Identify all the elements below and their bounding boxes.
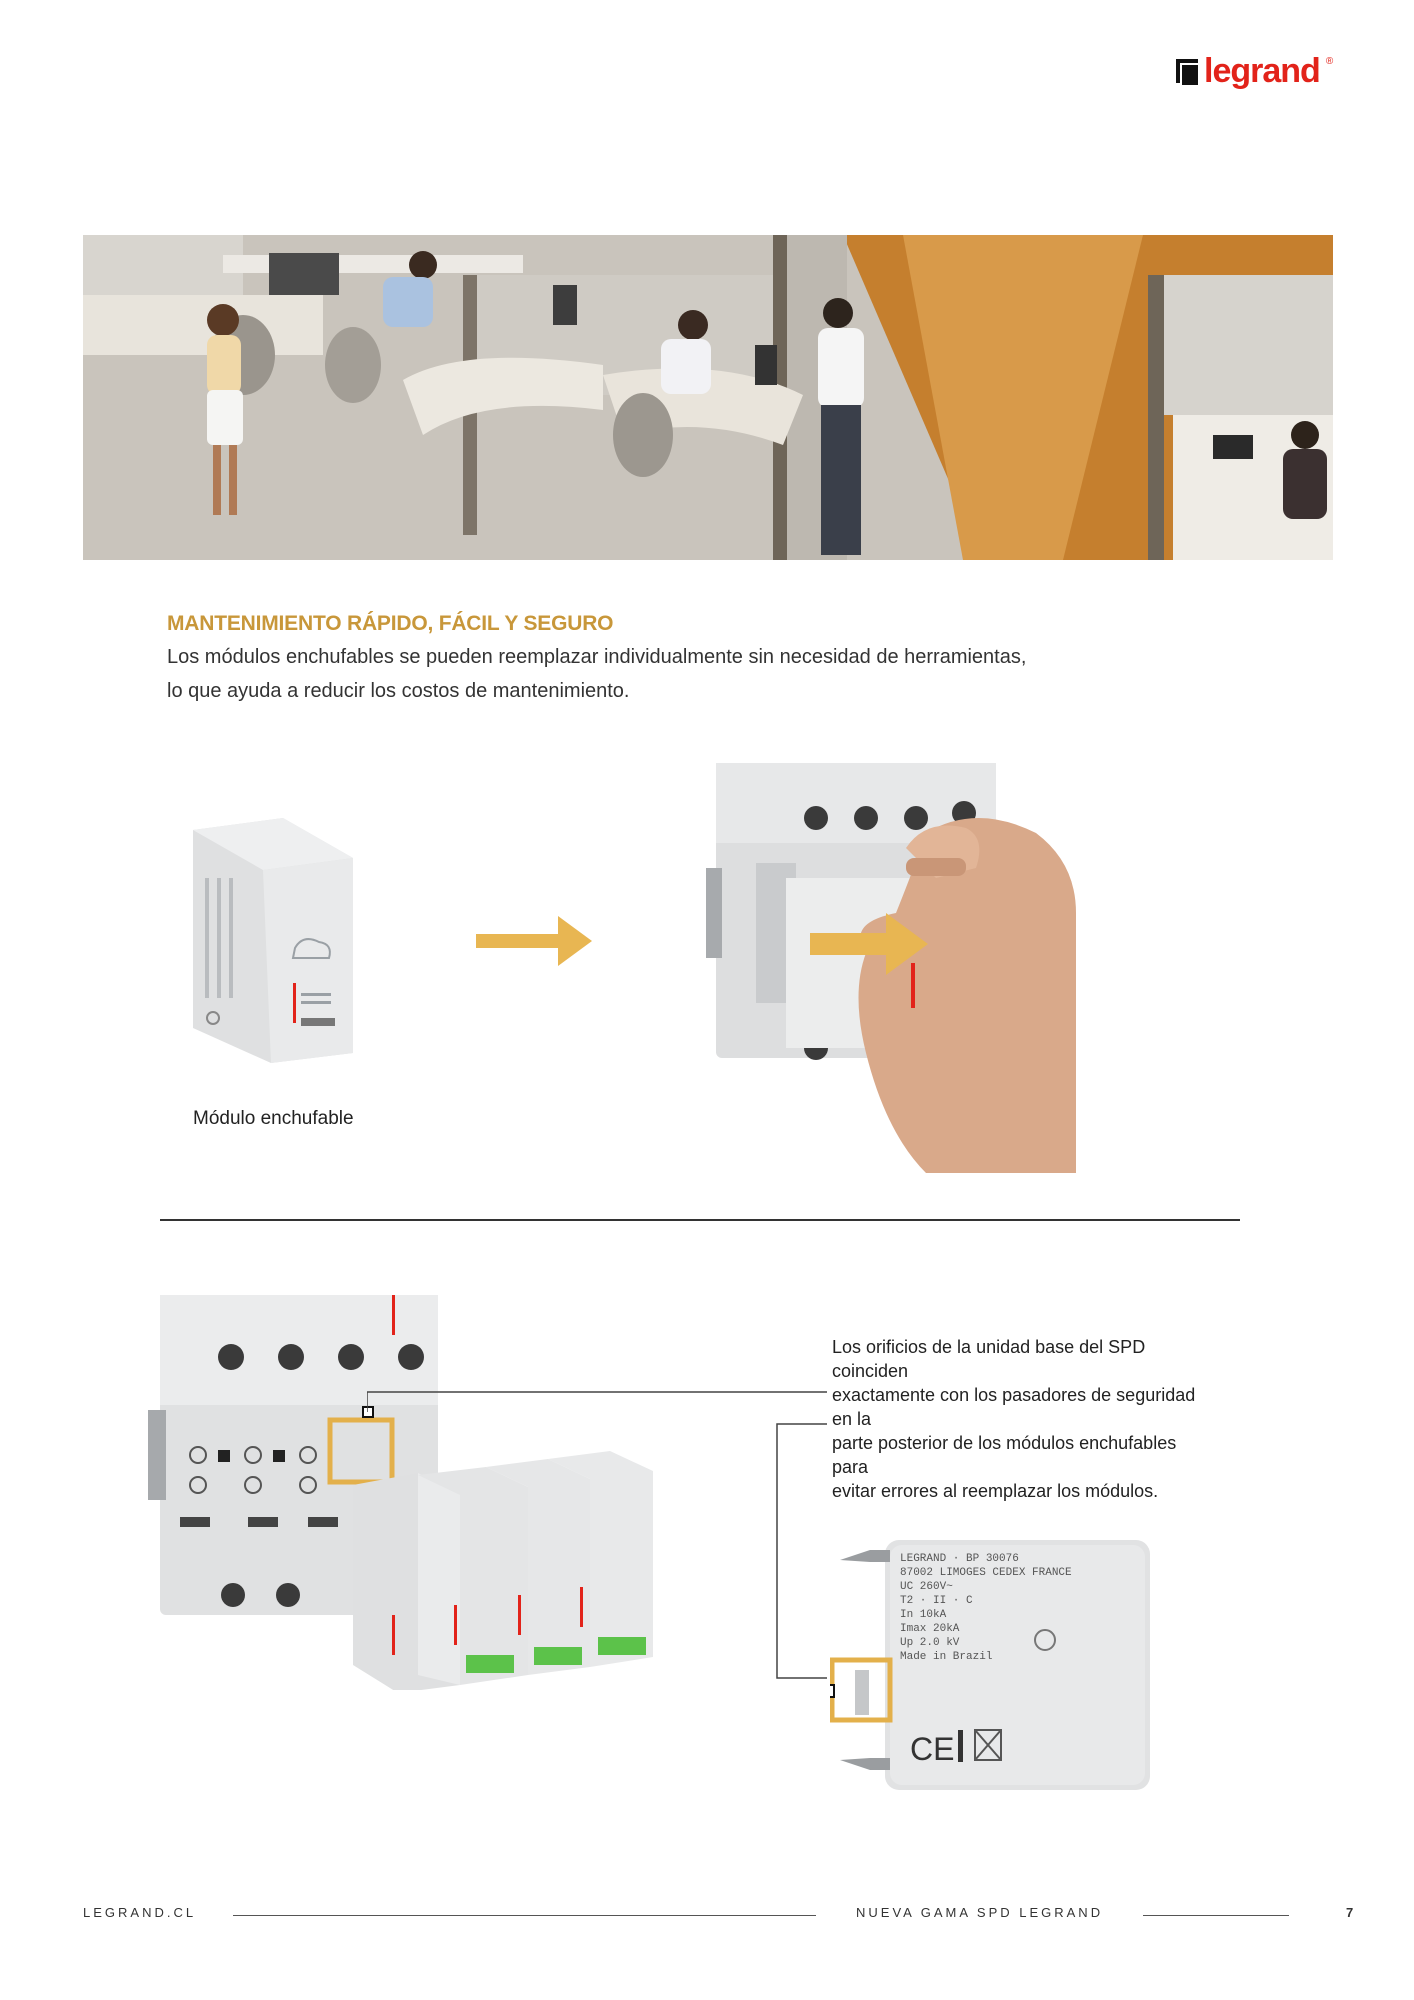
module-label-line-2: 87002 LIMOGES CEDEX FRANCE (900, 1567, 1072, 1579)
callout-connector-line (366, 1382, 847, 1687)
footer-rule-left (233, 1915, 816, 1916)
logo-registered: ® (1325, 56, 1334, 67)
logo-wordmark: legrand (1204, 52, 1321, 90)
module-rear-view-image: CE LEGRAND · BP 30076 87002 LIMOGES CEDE… (821, 1530, 1160, 1800)
callout-line-1: Los orificios de la unidad base del SPD … (832, 1337, 1146, 1381)
legrand-logo: legrand ® (1176, 52, 1333, 91)
module-label-line-1: LEGRAND · BP 30076 (900, 1553, 1019, 1565)
woman-seated (661, 310, 711, 394)
page-number: 7 (1346, 1905, 1354, 1920)
woman-on-phone (1283, 421, 1327, 519)
man-standing (818, 298, 864, 555)
section-divider (160, 1219, 1240, 1221)
man-at-desk (383, 251, 437, 327)
plugin-module-image (183, 818, 358, 1063)
module-label-line-5: In 10kA (900, 1609, 947, 1621)
svg-text:CE: CE (910, 1731, 954, 1767)
footer-rule-right (1143, 1915, 1289, 1916)
plugin-module-caption: Módulo enchufable (193, 1108, 354, 1129)
callout-text: Los orificios de la unidad base del SPD … (832, 1335, 1212, 1503)
footer-title: NUEVA GAMA SPD LEGRAND (856, 1905, 1104, 1920)
module-label-line-3: UC 260V~ (900, 1581, 953, 1593)
body-text-line-1: Los módulos enchufables se pueden reempl… (167, 646, 1027, 668)
module-label-line-7: Up 2.0 kV (900, 1637, 960, 1649)
callout-line-2: exactamente con los pasadores de segurid… (832, 1385, 1196, 1429)
module-label-line-8: Made in Brazil (900, 1651, 993, 1663)
callout-line-4: evitar errores al reemplazar los módulos… (832, 1481, 1159, 1501)
legrand-logo-icon (1176, 58, 1198, 85)
module-label-line-4: T2 · II · C (900, 1595, 973, 1607)
hand-inserting-module-image (706, 763, 1114, 1175)
woman-walking (207, 304, 243, 515)
office-scene-illustration (83, 235, 1333, 560)
callout-line-3: parte posterior de los módulos enchufabl… (832, 1433, 1177, 1477)
section-headline: MANTENIMIENTO RÁPIDO, FÁCIL Y SEGURO (167, 612, 614, 635)
spd-base-with-modules-image (148, 1295, 688, 1693)
module-rear-label: LEGRAND · BP 30076 87002 LIMOGES CEDEX F… (900, 1552, 1140, 1712)
body-text-line-2: lo que ayuda a reducir los costos de man… (167, 680, 630, 702)
office-hero-image (83, 235, 1333, 560)
right-arrow-icon (476, 912, 596, 973)
footer-site: LEGRAND.CL (83, 1905, 197, 1920)
module-label-line-6: Imax 20kA (900, 1623, 960, 1635)
